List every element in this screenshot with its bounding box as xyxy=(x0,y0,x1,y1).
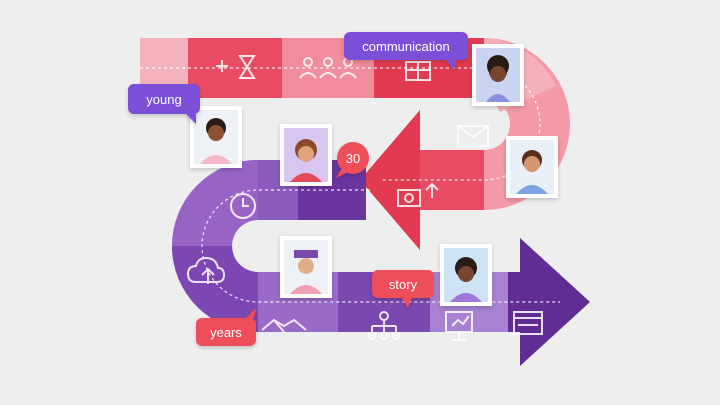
label-story: story xyxy=(389,277,418,292)
bubble-communication: communication xyxy=(344,32,468,70)
browser-window-icon xyxy=(513,311,543,335)
gender-icon xyxy=(216,55,256,79)
label-years: years xyxy=(210,325,242,340)
label-young: young xyxy=(146,92,181,107)
avatar-card-4 xyxy=(506,136,558,198)
org-chart-icon xyxy=(368,311,400,340)
label-30: 30 xyxy=(346,151,360,166)
bubble-young: young xyxy=(128,84,200,124)
presentation-icon xyxy=(445,311,473,341)
label-communication: communication xyxy=(362,39,449,54)
bubble-story: story xyxy=(372,270,434,308)
road-middle xyxy=(172,160,366,332)
mail-icon xyxy=(457,125,489,147)
avatar-card-6 xyxy=(440,244,492,306)
team-icon xyxy=(299,57,357,79)
bubble-30: 30 xyxy=(336,142,369,178)
avatar-card-2 xyxy=(190,106,242,168)
clock-icon xyxy=(230,193,256,219)
avatar-card-3 xyxy=(280,124,332,186)
handshake-icon xyxy=(261,318,307,333)
avatar-card-1 xyxy=(472,44,524,106)
cloud-upload-icon xyxy=(186,256,226,284)
avatar-card-5 xyxy=(280,236,332,298)
camera-upload-icon xyxy=(397,182,439,207)
gift-icon xyxy=(405,61,431,81)
bubble-years: years xyxy=(196,308,256,346)
